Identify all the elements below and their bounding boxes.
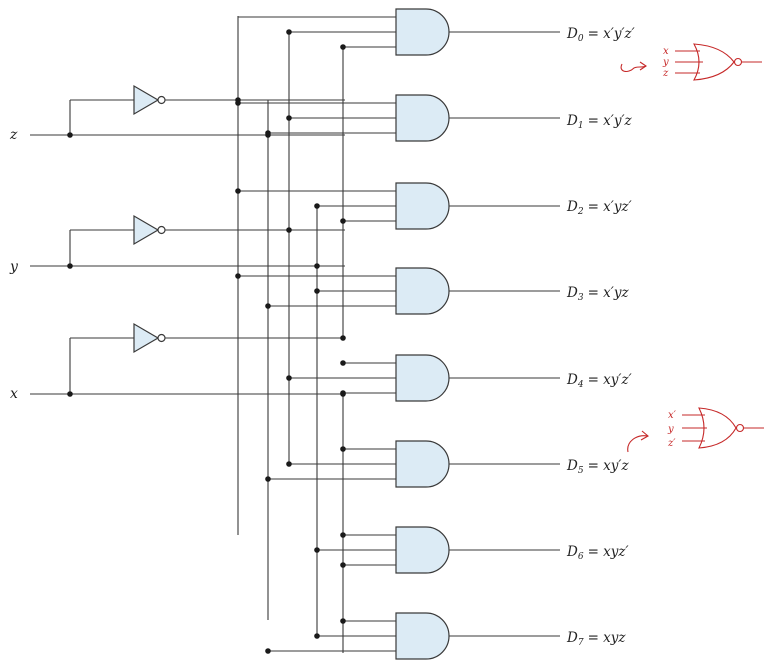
gate-1-tap-0 (235, 100, 241, 106)
annotation-1-nor-bubble (733, 57, 743, 67)
annotation-arrow-head-2 (640, 430, 649, 441)
annotation-2-label-z: z′ (667, 438, 676, 449)
input-label-z: z (9, 127, 18, 143)
gate-7-tap-1 (314, 633, 320, 639)
input-branch-dot-y (67, 263, 73, 269)
output-label-d7: D7= xyz (566, 630, 626, 648)
gate-5-tap-2 (265, 476, 271, 482)
gate-2-tap-2 (340, 218, 346, 224)
and-gate-d4 (395, 354, 450, 402)
gate-6-tap-2 (340, 562, 346, 568)
annotation-arrow-2 (627, 435, 649, 453)
gate-4-tap-2 (340, 390, 346, 396)
junction-z-complement (340, 335, 346, 341)
inverter-bubble-z (157, 95, 166, 105)
and-gate-d1 (395, 94, 450, 142)
output-label-d3: D3= x′yz (566, 285, 629, 303)
gates (133, 8, 450, 660)
annotation-arrow-head-1 (639, 61, 647, 71)
output-label-d5: D5= xy′z (566, 458, 629, 476)
junction-dots (67, 29, 346, 654)
output-label-d0: D0= x′y′z′ (566, 26, 635, 44)
input-label-x: x (10, 386, 18, 402)
output-label-d2: D2= x′yz′ (566, 199, 632, 217)
inverter-z (133, 84, 160, 116)
and-gate-d7 (395, 612, 450, 660)
and-gate-d3 (395, 267, 450, 315)
annotation-2-nor-bubble (735, 423, 745, 433)
output-label-d6: D6= xyz′ (566, 544, 629, 562)
inverter-bubble-y (157, 225, 166, 235)
input-branch-dot-z (67, 132, 73, 138)
annotation-2-label-x: x′ (668, 410, 677, 421)
gate-3-tap-1 (314, 288, 320, 294)
and-gate-d2 (395, 182, 450, 230)
junction-y-complement (286, 227, 292, 233)
output-label-d4: D4= xy′z′ (566, 372, 632, 390)
wires (30, 16, 560, 653)
gate-4-tap-0 (340, 360, 346, 366)
gate-7-tap-2 (265, 648, 271, 654)
inverter-bubble-x (157, 333, 166, 343)
and-gate-d5 (395, 440, 450, 488)
gate-6-tap-1 (314, 547, 320, 553)
inverter-x (133, 322, 160, 354)
annotation-2-nor-gate (698, 407, 737, 449)
gate-1-tap-1 (286, 115, 292, 121)
annotation-1-label-y: y (662, 57, 669, 68)
handwritten-nor-annotation-1: x y z (620, 43, 762, 81)
and-gate-d0 (395, 8, 450, 56)
inverter-y (133, 214, 160, 246)
handwritten-nor-annotation-2: x′ y z′ (627, 407, 764, 453)
output-label-d1: D1= x′y′z (566, 113, 633, 131)
gate-1-tap-2 (265, 130, 271, 136)
gate-0-tap-2 (340, 44, 346, 50)
gate-6-tap-0 (340, 532, 346, 538)
gate-3-tap-2 (265, 303, 271, 309)
input-label-y: y (9, 259, 19, 275)
and-gate-d6 (395, 526, 450, 574)
annotation-1-nor-gate (693, 43, 735, 81)
gate-2-tap-1 (314, 203, 320, 209)
annotation-1-label-z: z (662, 68, 669, 79)
gate-0-tap-1 (286, 29, 292, 35)
annotation-2-label-y: y (667, 424, 674, 435)
gate-5-tap-0 (340, 446, 346, 452)
gate-3-tap-0 (235, 273, 241, 279)
junction-y (314, 263, 320, 269)
annotation-arrow-1 (620, 63, 647, 73)
annotation-1-label-x: x (663, 46, 669, 57)
gate-7-tap-0 (340, 618, 346, 624)
gate-2-tap-0 (235, 188, 241, 194)
input-branch-dot-x (67, 391, 73, 397)
gate-4-tap-1 (286, 375, 292, 381)
gate-5-tap-1 (286, 461, 292, 467)
